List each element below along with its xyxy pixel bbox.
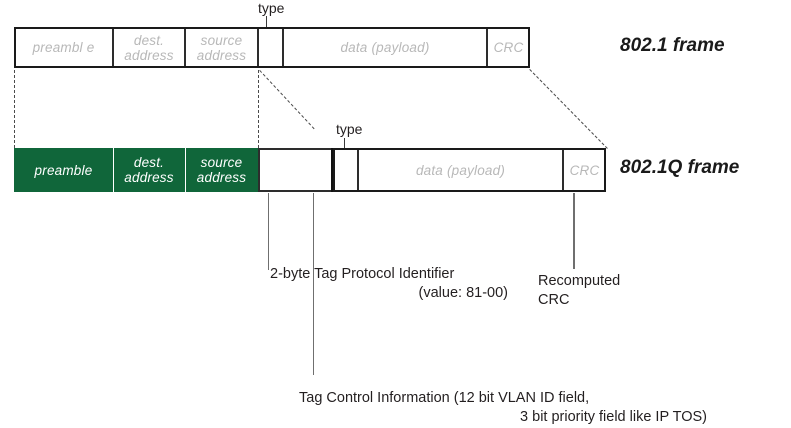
- cell-label: data (payload): [340, 40, 430, 55]
- cell-label: dest. address: [124, 32, 174, 63]
- callout-recomputed-crc-line2: CRC: [538, 292, 570, 308]
- cell-label: dest. address: [124, 155, 174, 185]
- projection-dash-left: [14, 70, 15, 148]
- cell-label: preamble: [34, 162, 93, 178]
- cell-label: source address: [196, 155, 247, 185]
- callout-tpid-line1: 2-byte Tag Protocol Identifier: [270, 266, 455, 282]
- cell-802-1q-source-address: source address: [185, 148, 258, 192]
- cell-label: source address: [196, 32, 247, 63]
- type-pointer-tick-802-1: [266, 16, 267, 27]
- cell-802-1q-preamble: preamble: [14, 148, 113, 192]
- cell-802-1q-data-payload: data (payload): [358, 148, 563, 192]
- cell-802-1-dest-address: dest. address: [113, 27, 185, 68]
- frame-802-1q-title: 802.1Q frame: [620, 157, 740, 178]
- cell-802-1-crc: CRC: [487, 27, 530, 68]
- cell-802-1-preamble: preambl e: [14, 27, 113, 68]
- tag-type-divider: [331, 148, 334, 192]
- projection-dash-diagonal-left: [259, 70, 315, 130]
- cell-802-1-type: [258, 27, 283, 68]
- cell-label: CRC: [493, 40, 524, 55]
- green-separator-2: [185, 148, 186, 192]
- callout-tci-line1: Tag Control Information (12 bit VLAN ID …: [299, 390, 590, 406]
- type-label-802-1q: type: [336, 121, 363, 137]
- leader-tpid: [268, 193, 269, 270]
- leader-recomputed-crc: [573, 193, 575, 269]
- cell-label: data (payload): [415, 162, 506, 178]
- cell-802-1-data-payload: data (payload): [283, 27, 487, 68]
- cell-802-1q-dest-address: dest. address: [113, 148, 185, 192]
- frame-802-1-title: 802.1 frame: [620, 35, 725, 56]
- projection-dash-diagonal-right: [529, 69, 608, 149]
- cell-802-1-source-address: source address: [185, 27, 258, 68]
- cell-802-1q-crc: CRC: [563, 148, 606, 192]
- green-separator-1: [113, 148, 114, 192]
- callout-recomputed-crc-line1: Recomputed: [538, 273, 621, 289]
- cell-802-1q-tag: [258, 148, 333, 192]
- callout-tci-line2: 3 bit priority field like IP TOS): [520, 409, 707, 425]
- leader-tci: [313, 193, 314, 375]
- cell-802-1q-type: [333, 148, 358, 192]
- projection-dash-mid: [258, 70, 259, 148]
- cell-label: preambl e: [32, 40, 95, 55]
- type-label-802-1: type: [258, 0, 285, 16]
- cell-label: CRC: [569, 162, 600, 178]
- callout-tpid-line2: (value: 81-00): [418, 285, 508, 301]
